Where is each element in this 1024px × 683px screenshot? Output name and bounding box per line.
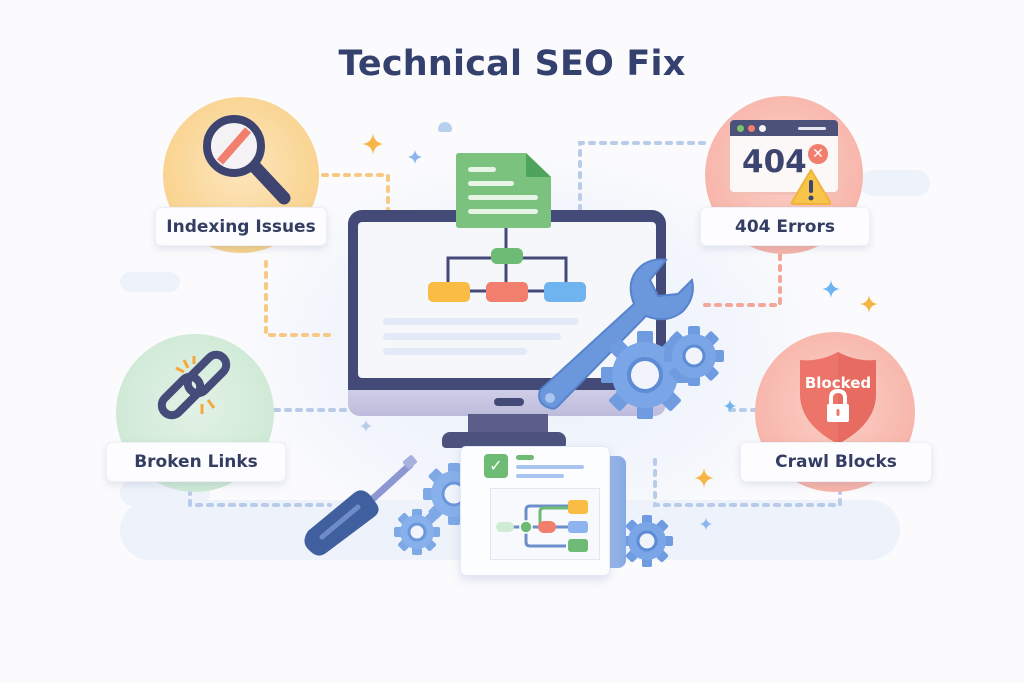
sitemap-document-icon: [456, 153, 551, 228]
error-x-icon: ✕: [808, 144, 828, 164]
label-text: Indexing Issues: [166, 216, 316, 237]
label-text: 404 Errors: [735, 216, 835, 237]
small-cloud-icon: [438, 122, 452, 132]
monitor-base: [442, 432, 566, 448]
broken-links-label[interactable]: Broken Links: [106, 442, 286, 482]
gear-icon: [621, 515, 673, 567]
content-line: [383, 318, 579, 325]
blocked-shield-icon: [800, 352, 876, 444]
checklist-report-icon: ✓: [460, 446, 628, 576]
crawl-blocks-label[interactable]: Crawl Blocks: [740, 442, 932, 482]
background-cloud: [120, 272, 180, 292]
wrench-icon: [538, 258, 694, 410]
404-errors-label[interactable]: 404 Errors: [700, 207, 870, 246]
indexing-issues-label[interactable]: Indexing Issues: [155, 207, 327, 246]
content-line: [383, 348, 527, 355]
gear-icon: [394, 509, 440, 555]
broken-chain-icon: [157, 350, 231, 420]
error-404-window-icon: 404: [730, 120, 838, 192]
check-icon: ✓: [484, 454, 508, 478]
background-cloud: [860, 170, 930, 196]
sparkle-icon: [724, 400, 736, 412]
content-line: [383, 333, 561, 340]
sparkle-icon: [822, 280, 840, 298]
sitemap-diagram: [428, 225, 586, 302]
label-text: Broken Links: [134, 452, 258, 472]
sparkle-icon: [700, 518, 712, 530]
blocked-text: Blocked: [804, 374, 872, 392]
magnifier-blocked-icon: [203, 115, 291, 205]
warning-triangle-icon: [790, 169, 832, 205]
404-text: 404: [742, 144, 807, 180]
sparkle-icon: [408, 150, 422, 164]
sparkle-icon: [860, 295, 878, 313]
screwdriver-icon: [304, 455, 417, 556]
page-title: Technical SEO Fix: [338, 44, 686, 84]
sparkle-icon: [360, 420, 372, 432]
gear-icon: [664, 326, 724, 386]
gear-icon: [601, 331, 689, 419]
label-text: Crawl Blocks: [775, 452, 897, 472]
sparkle-icon: [362, 133, 384, 155]
sparkle-icon: [694, 468, 714, 488]
